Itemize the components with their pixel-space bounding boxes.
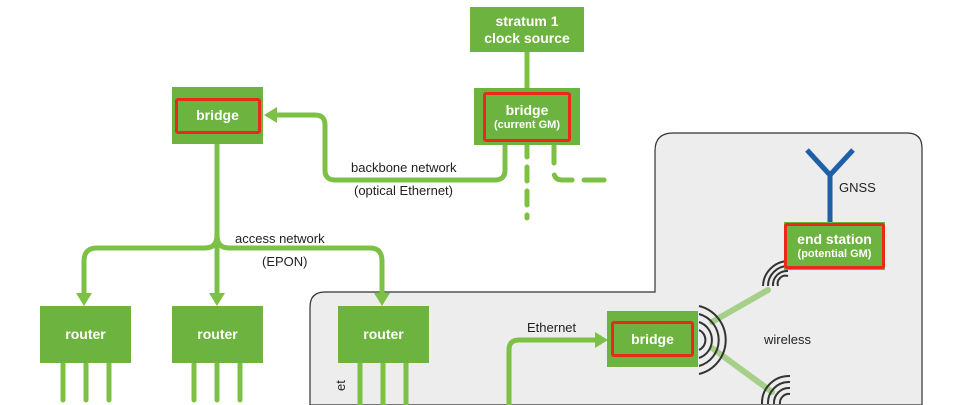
bridge-left-highlight: bridge [174, 97, 261, 134]
ethernet-link [506, 337, 603, 405]
wireless-link-upper [709, 287, 771, 325]
wireless-signal-lower-icon [760, 374, 791, 405]
end-station-node: end station (potential GM) [784, 222, 885, 270]
router-1-node: router [40, 306, 131, 363]
ethernet-label: Ethernet [527, 320, 577, 335]
access-link-left [81, 232, 220, 301]
backbone-link [271, 112, 508, 183]
bridge-left-label: bridge [196, 107, 239, 123]
arrowhead-router3 [374, 293, 390, 306]
stratum-line2: clock source [484, 29, 570, 46]
dashed-link-right [551, 140, 608, 183]
router-1-label: router [65, 326, 106, 342]
end-station-line1: end station [797, 231, 872, 247]
end-station-line2: (potential GM) [797, 248, 872, 260]
end-station-highlight: end station (potential GM) [784, 223, 885, 269]
backbone-network-label: backbone network [351, 160, 457, 175]
bridge-gm-line2: (current GM) [494, 118, 560, 131]
cut-off-rotated-label: et [333, 380, 348, 391]
bridge-current-gm-node: bridge (current GM) [474, 88, 580, 145]
bridge-eth-label: bridge [631, 330, 674, 347]
epon-label: (EPON) [262, 254, 308, 269]
router-2-label: router [197, 326, 238, 342]
arrowhead-router1 [76, 293, 92, 306]
arrowhead-backbone [264, 107, 277, 123]
wireless-signal-bridge-icon [698, 305, 727, 375]
arrowhead-router2 [209, 293, 225, 306]
stratum-1-clock-source-node: stratum 1 clock source [470, 7, 584, 52]
stratum-line1: stratum 1 [495, 12, 559, 29]
bridge-ethernet-node: bridge [607, 311, 698, 367]
arrowhead-ethernet [595, 332, 608, 348]
bridge-eth-highlight: bridge [611, 321, 694, 357]
gnss-label: GNSS [839, 180, 876, 195]
access-network-label: access network [235, 231, 325, 246]
optical-ethernet-label: (optical Ethernet) [354, 183, 453, 198]
gnss-antenna-icon [805, 148, 855, 222]
wireless-label: wireless [764, 332, 811, 347]
bridge-gm-highlight: bridge (current GM) [483, 91, 571, 142]
bridge-gm-line1: bridge [505, 101, 549, 118]
router-2-node: router [172, 306, 263, 363]
bridge-left-node: bridge [172, 87, 263, 144]
local-network-region [309, 132, 923, 405]
router-3-label: router [363, 326, 404, 342]
access-link-right [214, 232, 385, 301]
router-3-node: router [338, 306, 429, 363]
